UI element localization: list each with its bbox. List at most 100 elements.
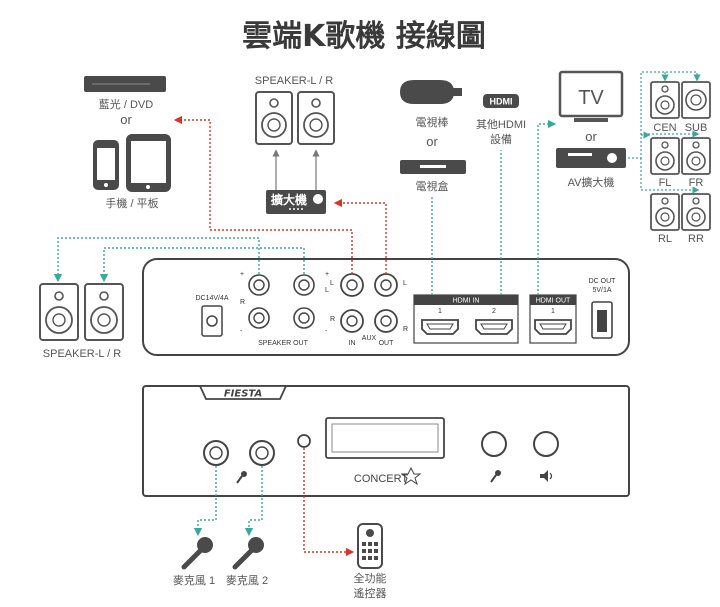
tv-box-icon <box>400 160 466 174</box>
master-volume-knob[interactable] <box>533 431 559 457</box>
line-hdmi-out-tv <box>537 119 557 295</box>
microphone-2-icon <box>232 537 264 570</box>
hdmi-badge-label: HDMI <box>490 97 513 107</box>
line-ir-remote <box>303 448 355 557</box>
phone-tablet-label: 手機 / 平板 <box>105 196 158 210</box>
aux-l-label-1: L <box>330 280 334 287</box>
mic-volume-knob[interactable] <box>481 431 507 457</box>
other-hdmi-label-1: 其他HDMI <box>476 118 526 131</box>
speaker-right-side-icon <box>84 283 124 341</box>
speaker-terminal-l-plus[interactable] <box>293 274 315 296</box>
av-amplifier-icon <box>556 148 626 168</box>
tablet-icon <box>126 134 171 192</box>
hdmi-in-2-label: 2 <box>492 308 496 315</box>
spk-minus-right: - <box>325 328 328 335</box>
hdmi-in-1-port[interactable] <box>421 319 459 335</box>
tv-icon <box>558 70 624 122</box>
hdmi-out-1-label: 1 <box>551 308 555 315</box>
remote-label-1: 全功能 <box>354 571 387 585</box>
speaker-terminal-l-minus[interactable] <box>293 307 315 329</box>
line-aux-in-source <box>173 115 353 274</box>
dc-in-jack[interactable] <box>201 305 223 337</box>
spk-minus-left: - <box>240 328 243 335</box>
speaker-fr-icon <box>681 137 711 175</box>
mic-volume-icon <box>490 470 501 483</box>
bluray-player-icon <box>84 76 166 92</box>
or-label-tv: or <box>426 134 438 149</box>
dc-out-label-1: DC OUT <box>589 278 617 285</box>
other-hdmi-label-2: 設備 <box>490 132 512 146</box>
speaker-sub-icon <box>681 81 711 119</box>
aux-out-r-jack[interactable] <box>374 309 398 333</box>
or-label-bluray: or <box>120 112 132 127</box>
fr-label: FR <box>689 177 704 189</box>
rr-label: RR <box>688 233 704 245</box>
cen-label: CEN <box>653 122 676 134</box>
hdmi-in-2-port[interactable] <box>475 319 513 335</box>
rl-label: RL <box>658 233 672 245</box>
display-window <box>325 417 445 459</box>
aux-out-label: OUT <box>379 340 395 347</box>
remote-control-icon <box>357 523 383 569</box>
speaker-out-label: SPEAKER OUT <box>258 340 309 347</box>
spk-plus-left: + <box>240 271 244 278</box>
tv-box-label: 電視盒 <box>416 179 449 193</box>
line-av-surround <box>628 71 701 159</box>
aux-in-label: IN <box>349 340 356 347</box>
hdmi-in-label: HDMI IN <box>453 298 480 305</box>
spk-plus-right: + <box>325 271 329 278</box>
speaker-side-label: SPEAKER-L / R <box>43 348 122 360</box>
line-mic-2 <box>244 466 263 537</box>
bluray-label: 藍光 / DVD <box>99 97 153 111</box>
tv-stick-icon <box>400 80 462 104</box>
front-panel <box>142 385 630 497</box>
microphone-1-icon <box>181 537 213 570</box>
aux-l-label-2: L <box>403 280 407 287</box>
mic-small-icon <box>236 471 247 484</box>
speaker-rr-icon <box>681 193 711 231</box>
speaker-top-label: SPEAKER-L / R <box>255 75 334 87</box>
speaker-fl-icon <box>650 137 680 175</box>
hdmi-out-port[interactable] <box>534 319 572 335</box>
aux-label: AUX <box>362 335 377 342</box>
usb-dc-out-port[interactable] <box>591 301 613 339</box>
hdmi-badge-icon <box>483 94 519 108</box>
line-speaker-out-1 <box>53 237 260 283</box>
line-speaker-out-2 <box>99 247 305 283</box>
av-amplifier-label: AV擴大機 <box>568 175 615 189</box>
speaker-cen-icon <box>650 81 680 119</box>
brand-label: FIESTA <box>224 389 262 400</box>
hdmi-out-label: HDMI OUT <box>536 298 571 305</box>
hdmi-in-1-label: 1 <box>438 308 442 315</box>
aux-in-r-jack[interactable] <box>340 309 364 333</box>
mic-jack-1[interactable] <box>203 440 229 466</box>
speaker-terminal-r-minus[interactable] <box>248 307 270 329</box>
spk-l-label: L <box>325 287 329 294</box>
speaker-volume-icon <box>540 470 553 482</box>
or-label-av: or <box>585 129 597 144</box>
star-icon <box>400 466 422 486</box>
line-av-rear <box>640 158 700 194</box>
mic-1-label: 麥克風 1 <box>173 574 215 587</box>
tv-label: TV <box>578 87 604 109</box>
ir-sensor-icon <box>297 434 311 448</box>
speaker-rl-icon <box>650 193 680 231</box>
amplifier-label: 擴大機 <box>271 192 307 207</box>
dc-in-label: DC14V/4A <box>195 295 228 302</box>
aux-r-label-1: R <box>330 316 335 323</box>
mic-jack-2[interactable] <box>249 440 275 466</box>
speaker-right-top-icon <box>297 91 335 145</box>
mic-2-label: 麥克風 2 <box>226 574 268 587</box>
concert-label: CONCERT <box>354 473 408 485</box>
remote-label-2: 遙控器 <box>354 586 387 600</box>
tv-stick-label: 電視棒 <box>416 115 449 129</box>
speaker-left-side-icon <box>39 283 79 341</box>
back-panel: DC14V/4A + - R + L - SPEAKER OUT L <box>142 258 630 356</box>
speaker-terminal-r-plus[interactable] <box>248 274 270 296</box>
line-mic-1 <box>193 466 217 537</box>
aux-r-label-2: R <box>403 326 408 333</box>
sub-label: SUB <box>685 122 708 134</box>
speaker-left-top-icon <box>255 91 293 145</box>
page-title: 雲端K歌機 接線圖 <box>242 19 486 54</box>
